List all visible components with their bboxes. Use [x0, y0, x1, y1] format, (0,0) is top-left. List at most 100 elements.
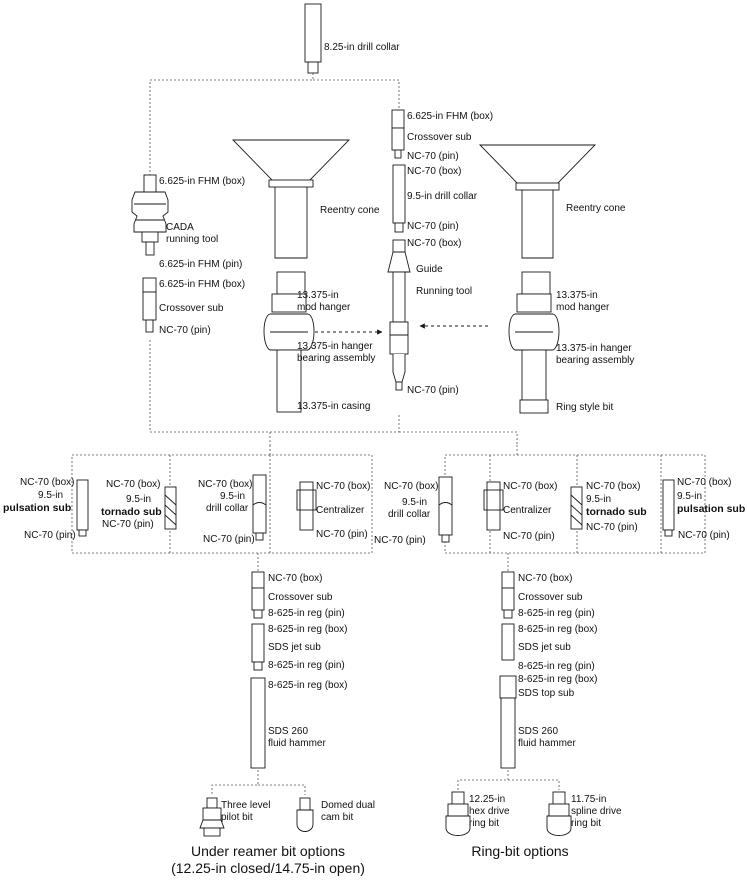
center-nc-pin-3-label: NC-70 (pin): [407, 385, 459, 396]
right-lower-crossover-label: Crossover sub: [518, 592, 583, 603]
top-drill-collar: [304, 3, 322, 74]
right-collar-name-label: drill collar: [388, 509, 431, 520]
left-centralizer-box-label: NC-70 (box): [316, 481, 371, 492]
center-drill-collar: [392, 164, 406, 233]
hex-bit-label-2: hex drive: [469, 806, 510, 817]
right-collar-size-label: 9.5-in: [402, 497, 428, 508]
left-bearing-size-label: 13.375-in hanger: [297, 341, 373, 352]
right-pulsation-pin-label: NC-70 (pin): [678, 530, 730, 541]
right-pulsation-name-label: pulsation sub: [677, 503, 746, 515]
cada-label: CADA: [166, 222, 194, 233]
right-bearing-size-label: 13.375-in hanger: [556, 343, 632, 354]
domed-dual-cam-bit: [296, 797, 314, 832]
left-lower-reg-pin-2-label: 8-625-in reg (pin): [268, 660, 345, 671]
hex-bit-label-1: 12.25-in: [469, 794, 506, 805]
center-crossover-sub: [391, 109, 405, 159]
left-casing-label: 13.375-in casing: [297, 401, 371, 412]
left-casing: [276, 349, 302, 413]
left-collar-size-label: 9.5-in: [220, 491, 246, 502]
left-lower-jet-sub-label: SDS jet sub: [268, 642, 321, 653]
right-ring-bit-label: Ring style bit: [556, 402, 614, 413]
right-tornado-name-label: tornado sub: [586, 506, 647, 518]
spline-drive-ring-bit: [546, 791, 572, 836]
hex-drive-ring-bit: [445, 791, 471, 836]
under-reamer-subtitle: (12.25-in closed/14.75-in open): [171, 860, 365, 876]
left-lower-string: [250, 571, 266, 769]
right-centralizer-pin-label: NC-70 (pin): [503, 531, 555, 542]
top-connectors: [149, 73, 518, 455]
left-pulsation-pin-label: NC-70 (pin): [24, 530, 76, 541]
pilot-bit-label-1: Three level: [221, 800, 271, 811]
left-reentry-cone: [231, 139, 351, 259]
right-centralizer-box-label: NC-70 (box): [503, 481, 558, 492]
center-nc-box-2-label: NC-70 (box): [407, 238, 462, 249]
cada-running-tool-label: running tool: [166, 234, 219, 245]
left-centralizer-label: Centralizer: [316, 505, 365, 516]
cam-bit-label-1: Domed dual: [321, 800, 375, 811]
spline-bit-label-2: spline drive: [571, 806, 622, 817]
right-pulsation-size-label: 9.5-in: [677, 491, 703, 502]
right-tornado-box-label: NC-70 (box): [586, 481, 641, 492]
center-running-tool: [387, 239, 411, 391]
right-collar-pin-label: NC-70 (pin): [374, 535, 426, 546]
spline-bit-label-1: 11.75-in: [571, 794, 607, 805]
right-centralizer-part: [483, 481, 504, 531]
left-crossover-label: Crossover sub: [159, 303, 224, 314]
right-tornado-size-label: 9.5-in: [586, 494, 612, 505]
left-collar-pin-label: NC-70 (pin): [203, 534, 255, 545]
right-bearing-name-label: bearing assembly: [556, 355, 635, 366]
right-hanger-size-label: 13.375-in: [556, 290, 598, 301]
right-pulsation-sub-part: [662, 479, 675, 537]
center-nc-pin-1-label: NC-70 (pin): [407, 151, 459, 162]
right-lower-string: [499, 571, 517, 769]
left-tornado-pin-label: NC-70 (pin): [102, 519, 154, 530]
left-lower-reg-box-1-label: 8-625-in reg (box): [268, 624, 348, 635]
right-reentry-cone-label: Reentry cone: [566, 203, 626, 214]
right-lower-nc-box-label: NC-70 (box): [518, 573, 573, 584]
left-pulsation-size-label: 9.5-in: [38, 490, 64, 501]
cada-fhm-pin-label: 6.625-in FHM (pin): [159, 259, 243, 270]
guide-label: Guide: [416, 264, 443, 275]
hex-bit-label-3: ring bit: [469, 818, 500, 829]
left-crossover-fhm-box-label: 6.625-in FHM (box): [159, 279, 246, 290]
center-nc-pin-2-label: NC-70 (pin): [407, 221, 459, 232]
left-tornado-name-label: tornado sub: [101, 506, 162, 518]
right-lower-top-sub-label: SDS top sub: [518, 688, 575, 699]
left-lower-nc-box-label: NC-70 (box): [268, 573, 323, 584]
right-pulsation-box-label: NC-70 (box): [677, 477, 732, 488]
left-lower-reg-box-2-label: 8-625-in reg (box): [268, 680, 348, 691]
right-mod-hanger: [508, 271, 560, 351]
right-casing-with-bit: [519, 349, 549, 414]
right-lower-reg-box-1-label: 8-625-in reg (box): [518, 624, 598, 635]
left-pulsation-sub-part: [76, 479, 89, 537]
right-lower-reg-pin-2-label: 8-625-in reg (pin): [518, 661, 595, 672]
ring-bit-title: Ring-bit options: [471, 843, 569, 859]
left-bearing-name-label: bearing assembly: [297, 353, 376, 364]
left-pulsation-name-label: pulsation sub: [3, 502, 72, 514]
right-lower-reg-box-2-label: 8-625-in reg (box): [518, 674, 598, 685]
cada-fhm-box-label: 6.625-in FHM (box): [159, 176, 246, 187]
right-lower-reg-pin-1-label: 8-625-in reg (pin): [518, 608, 595, 619]
left-lower-reg-pin-1-label: 8-625-in reg (pin): [268, 608, 345, 619]
left-lower-hammer-model-label: SDS 260: [268, 726, 309, 737]
right-hanger-name-label: mod hanger: [556, 302, 610, 313]
top-drill-collar-label: 8.25-in drill collar: [324, 42, 400, 53]
left-reentry-cone-label: Reentry cone: [320, 205, 380, 216]
left-crossover-pin-label: NC-70 (pin): [159, 325, 211, 336]
left-centralizer-pin-label: NC-70 (pin): [316, 529, 368, 540]
left-hanger-size-label: 13.375-in: [297, 290, 339, 301]
left-hanger-name-label: mod hanger: [297, 302, 351, 313]
pilot-bit-label-2: pilot bit: [221, 812, 253, 823]
left-mod-hanger: [263, 271, 315, 351]
center-crossover-label: Crossover sub: [407, 132, 472, 143]
center-fhm-box-label: 6.625-in FHM (box): [407, 111, 494, 122]
left-option-drill-collar-part: [252, 474, 267, 541]
right-tornado-pin-label: NC-70 (pin): [586, 522, 638, 533]
left-crossover-sub: [142, 277, 157, 333]
three-level-pilot-bit: [199, 797, 225, 837]
right-centralizer-label: Centralizer: [503, 505, 552, 516]
spline-bit-label-3: ring bit: [571, 818, 602, 829]
left-lower-hammer-name-label: fluid hammer: [268, 738, 326, 749]
left-collar-name-label: drill collar: [206, 503, 249, 514]
